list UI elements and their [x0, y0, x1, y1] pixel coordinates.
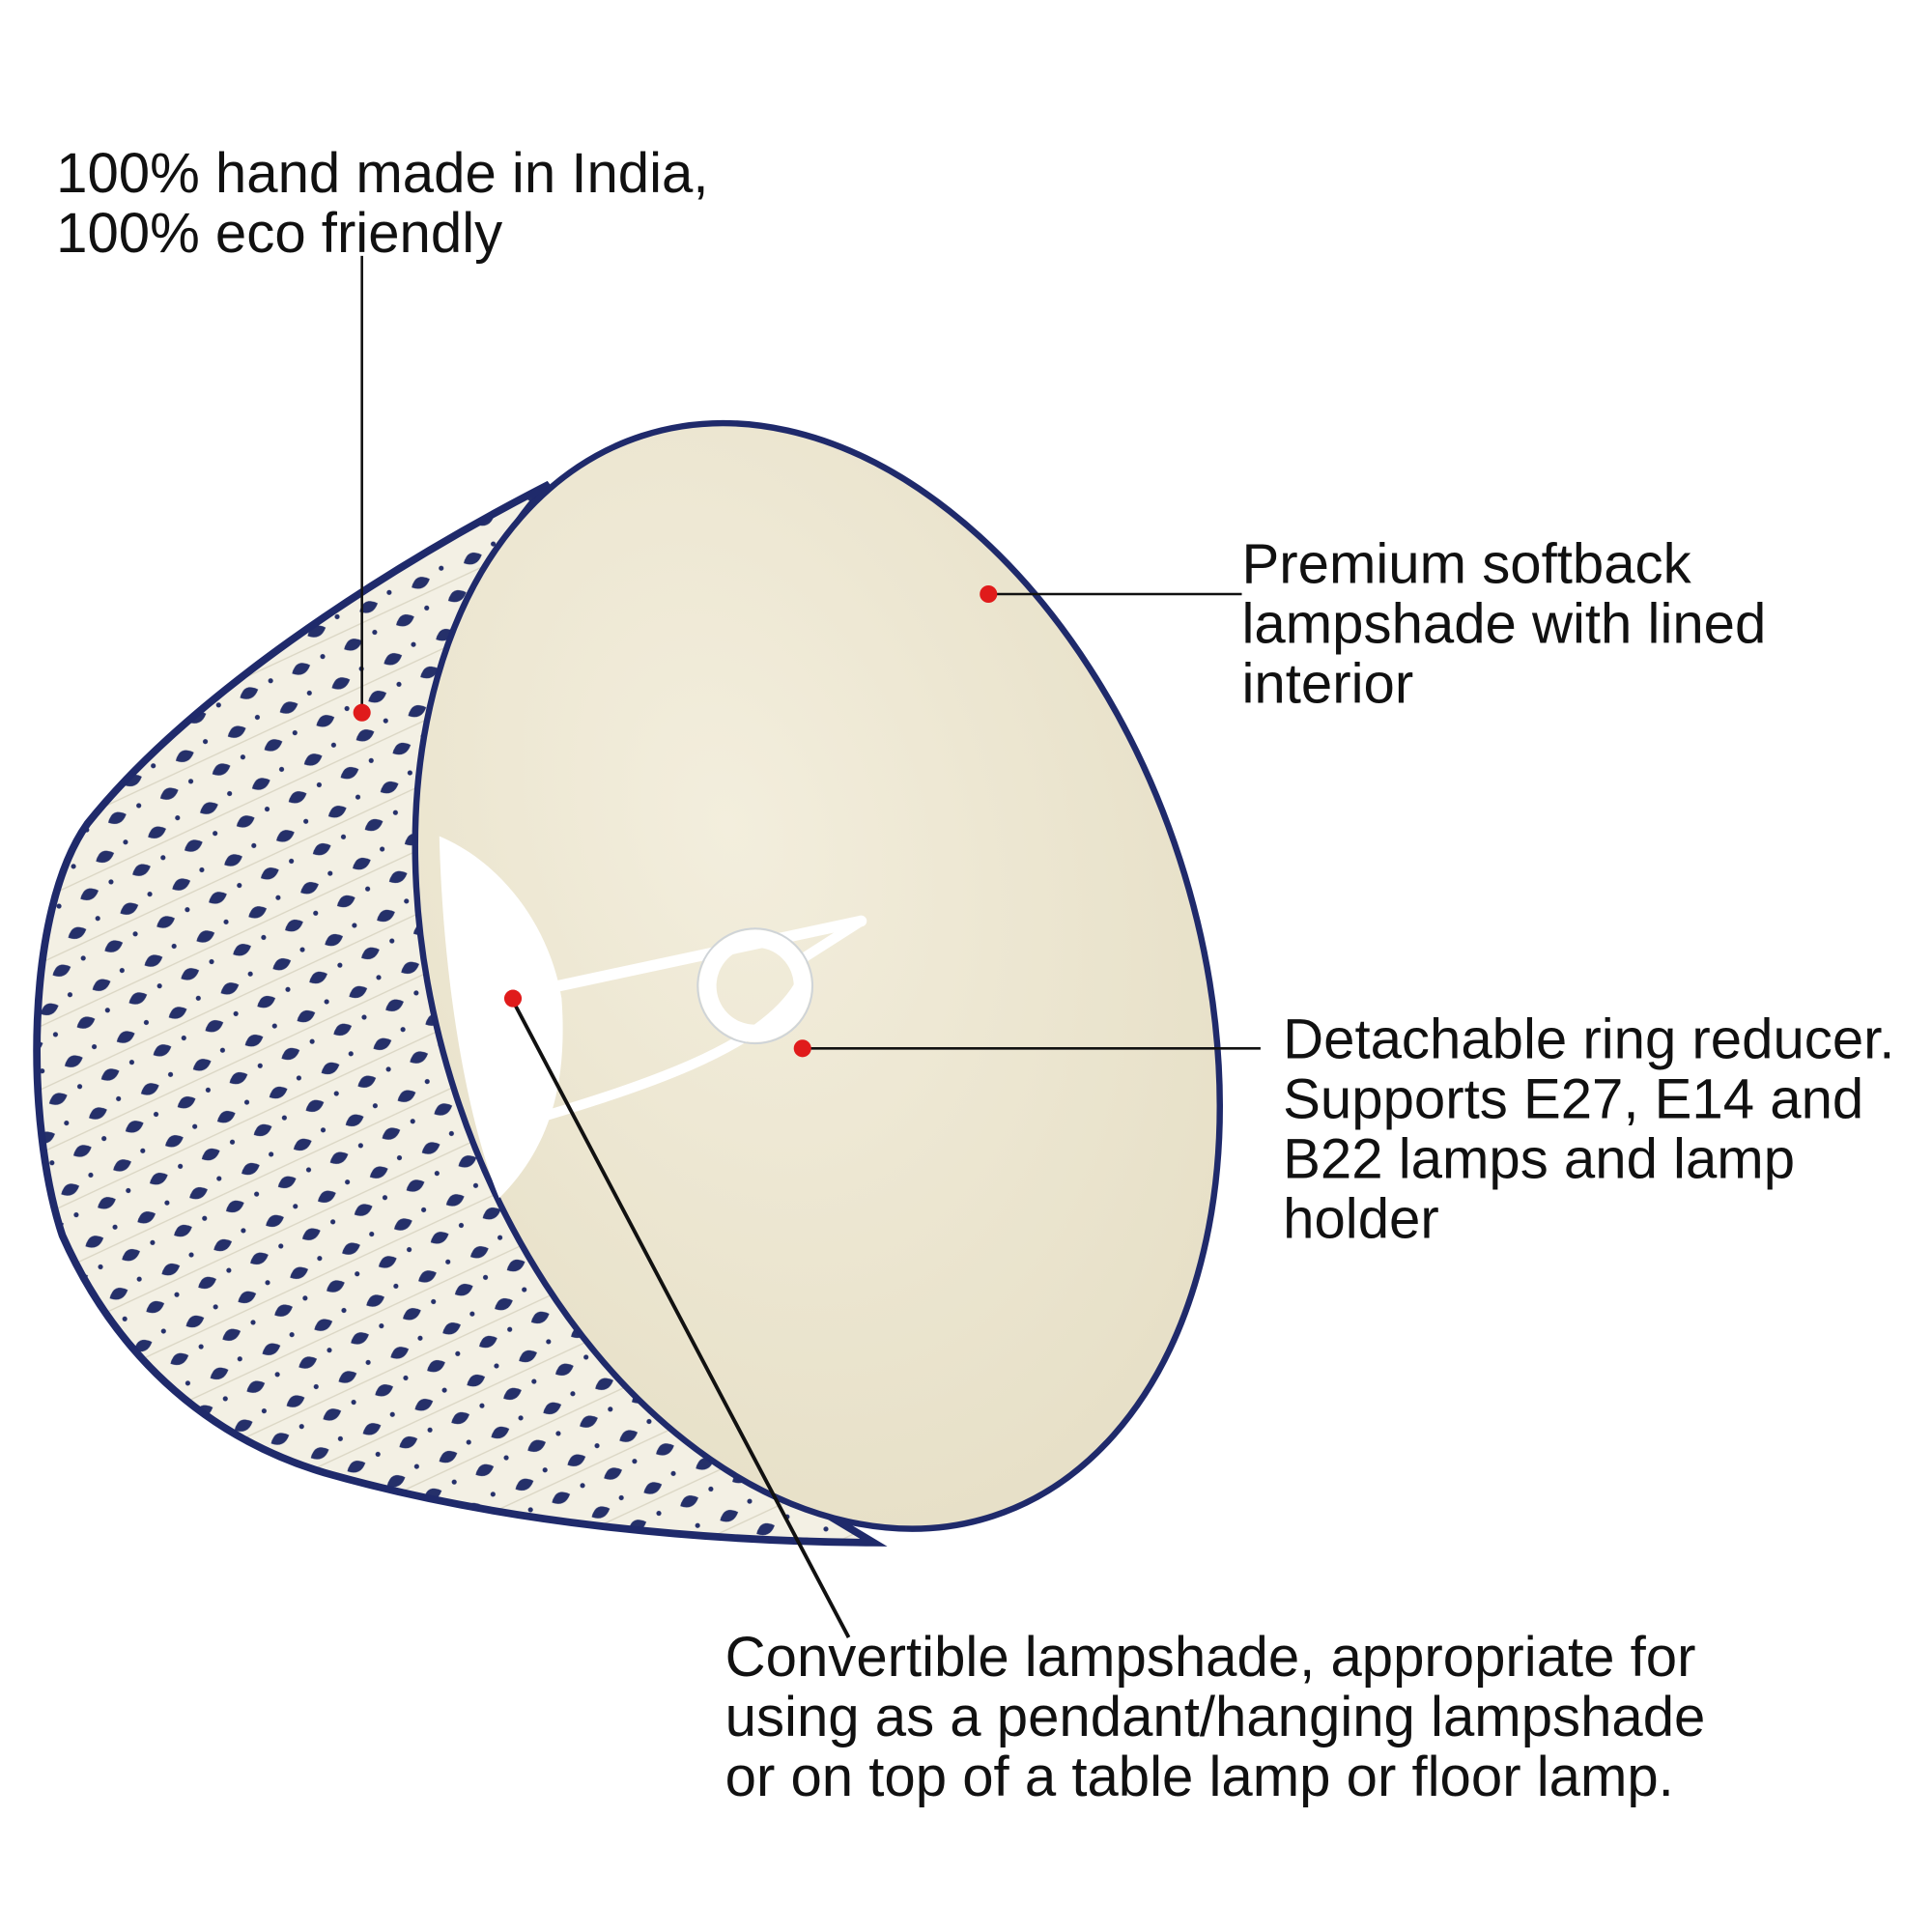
callout-dot-convertible	[503, 989, 523, 1008]
callout-dot-ring-reducer	[793, 1039, 811, 1058]
callout-ring-reducer: Detachable ring reducer. Supports E27, E…	[1283, 1009, 1910, 1251]
lampshade	[33, 419, 1223, 1547]
ring-reducer	[698, 929, 811, 1042]
lampshade-opening-lining	[412, 419, 1223, 1532]
callout-softback: Premium softback lampshade with lined in…	[1242, 532, 1782, 715]
callout-dot-softback	[980, 584, 998, 604]
callout-convertible: Convertible lampshade, appropriate for u…	[725, 1626, 1721, 1808]
callout-dots	[353, 584, 998, 1058]
ring-reducer-frame	[494, 915, 867, 1135]
callout-leaders	[360, 255, 1261, 1638]
callout-handmade: 100% hand made in India, 100% eco friend…	[56, 142, 724, 265]
leader-line-convertible	[510, 997, 851, 1638]
callout-dot-handmade	[353, 703, 371, 722]
lampshade-top-hole	[439, 836, 563, 1199]
